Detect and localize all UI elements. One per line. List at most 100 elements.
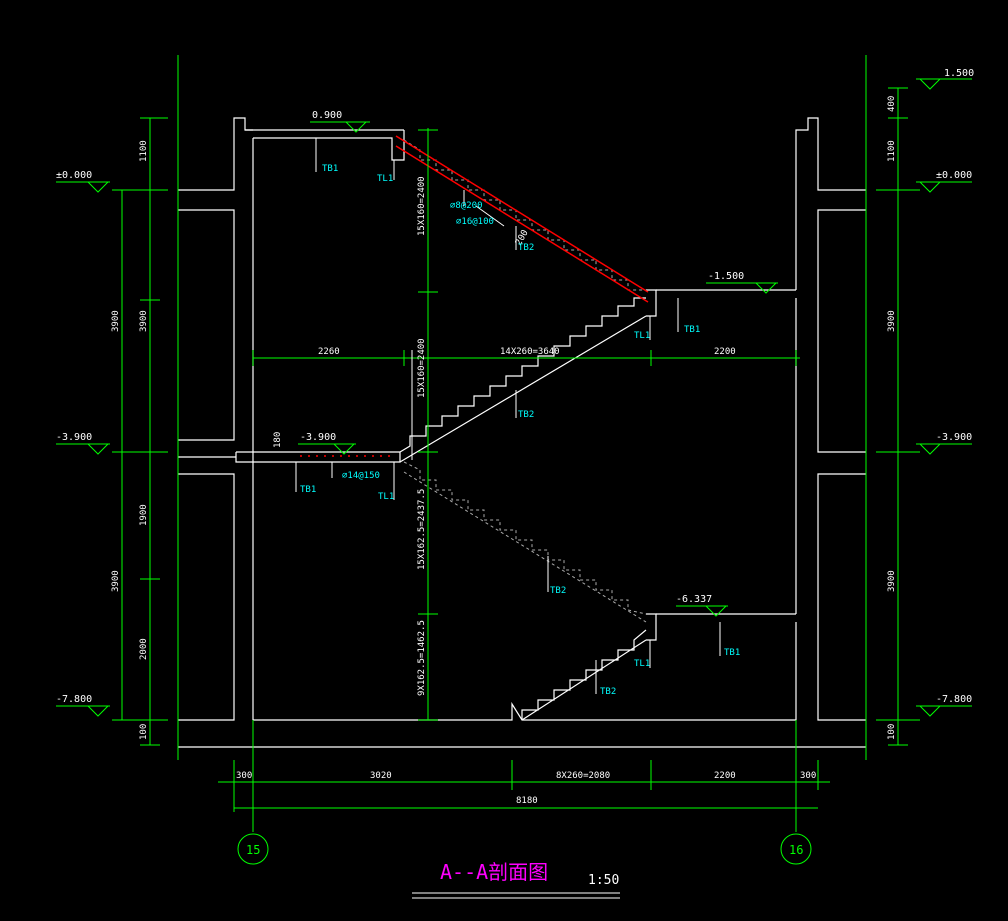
- rebar-label-1: ⌀8@200: [450, 201, 483, 211]
- member-tags: TB1 TL1 TB2 TL1 TB1 TB2 TB1 TL1 TB2 TL1 …: [300, 164, 740, 697]
- right-wall-top: [795, 117, 866, 290]
- elev-right-top2: ±0.000: [936, 170, 972, 181]
- tl1-beam-low: [646, 613, 657, 641]
- dim-stair-4: 9X162.5=1462.5: [417, 620, 427, 696]
- tag-tb2-mid: TB2: [518, 410, 534, 420]
- elev-landing-mid-right: -1.500: [708, 271, 744, 282]
- dim-14x260: 14X260=3640: [500, 347, 560, 357]
- elev-marker: [755, 282, 777, 294]
- rebar-label-3: ⌀14@150: [342, 471, 380, 481]
- dim-3900-right-a: 3900: [887, 310, 897, 332]
- tl1-beam-mid: [646, 289, 657, 317]
- left-wall-slab-1: [178, 209, 235, 441]
- dim-8x260: 8X260=2080: [556, 771, 610, 781]
- elevation-markers: [87, 78, 941, 717]
- dim-2200-mid: 2200: [714, 347, 736, 357]
- dim-1900-left: 1900: [139, 504, 149, 526]
- axis-15-circle: [237, 833, 269, 865]
- dim-3900-right-b: 3900: [887, 570, 897, 592]
- elev-right-bot: -7.800: [936, 694, 972, 705]
- elevation-labels: ±0.000 -3.900 -7.800 1.500 ±0.000 -3.900…: [56, 68, 974, 705]
- left-wall-top: [178, 117, 253, 191]
- tag-leaders: [295, 138, 721, 694]
- mid-left-landing: [235, 451, 401, 463]
- tag-tb1-top: TB1: [322, 164, 338, 174]
- axis-15-label: 15: [246, 843, 260, 857]
- tag-tb1-low: TB1: [724, 648, 740, 658]
- rebar-labels: ⌀8@200 ⌀16@100 ⌀14@150: [342, 201, 494, 481]
- tag-tb1-left: TB1: [300, 485, 316, 495]
- drawing-title: A--A剖面图: [440, 860, 548, 884]
- structure: [178, 117, 866, 748]
- elev-landing-mid-left: -3.900: [300, 432, 336, 443]
- elev-left-mid: -3.900: [56, 432, 92, 443]
- tag-tb2-top: TB2: [518, 243, 534, 253]
- tag-tl1-low: TL1: [634, 659, 650, 669]
- elev-marker: [919, 181, 941, 193]
- dim-total: 8180: [516, 796, 538, 806]
- dim-300-right: 300: [800, 771, 816, 781]
- elev-marker: [87, 181, 109, 193]
- stair-flight-1: [403, 139, 646, 291]
- top-landing: [253, 130, 405, 161]
- projected-flights: [403, 139, 647, 623]
- elev-marker: [87, 443, 109, 455]
- tag-tb2-low: TB2: [550, 586, 566, 596]
- leader: [475, 205, 505, 227]
- dim-3900-outer-a: 3900: [111, 310, 121, 332]
- elev-right-mid: -3.900: [936, 432, 972, 443]
- elev-landing-top: 0.900: [312, 110, 342, 121]
- stair-flight-3: [403, 461, 647, 623]
- dim-300-left: 300: [236, 771, 252, 781]
- rebar-lower: [395, 145, 649, 303]
- axis-16-label: 16: [789, 843, 803, 857]
- axis-16-circle: [780, 833, 812, 865]
- title-underline: [412, 892, 620, 899]
- dim-1100-right: 1100: [887, 140, 897, 162]
- dimension-lines: [56, 55, 972, 832]
- elev-marker: [333, 443, 355, 455]
- dim-2000-left: 2000: [139, 638, 149, 660]
- elev-marker: [919, 705, 941, 717]
- rebar-upper: [395, 135, 649, 293]
- dim-3900-outer-b: 3900: [111, 570, 121, 592]
- dim-2260: 2260: [318, 347, 340, 357]
- dim-3020: 3020: [370, 771, 392, 781]
- dim-100-right: 100: [887, 724, 897, 740]
- right-wall-slab-1: [817, 209, 866, 453]
- elev-marker: [919, 78, 941, 90]
- right-wall-slab-2: [817, 473, 866, 721]
- dim-1100-left: 1100: [139, 140, 149, 162]
- dimension-labels: 1100 3900 1900 2000 100 3900 3900 400 11…: [111, 96, 897, 806]
- dim-2200-bottom: 2200: [714, 771, 736, 781]
- tag-tl1-mid: TL1: [634, 331, 650, 341]
- rebar-label-2: ⌀16@100: [456, 217, 494, 227]
- tag-tl1-left: TL1: [378, 492, 394, 502]
- elev-marker: [87, 705, 109, 717]
- tag-tl1-top: TL1: [377, 174, 393, 184]
- stair-flight-2: [399, 297, 647, 463]
- dim-slab-180: 180: [273, 432, 283, 448]
- axis-bubbles: [237, 833, 812, 865]
- elev-marker: [705, 605, 727, 617]
- elev-left-top: ±0.000: [56, 170, 92, 181]
- axis-labels: 15 16: [246, 843, 803, 857]
- elev-marker: [345, 121, 367, 133]
- elev-marker: [919, 443, 941, 455]
- dim-stair-1: 15X160=2400: [417, 176, 427, 236]
- dim-400-right: 400: [887, 96, 897, 112]
- basement-floor: [253, 622, 797, 721]
- rebar-lines: [300, 135, 649, 457]
- dim-100-left: 100: [139, 724, 149, 740]
- dim-stair-2: 15X160=2400: [417, 338, 427, 398]
- elev-landing-low-right: -6.337: [676, 594, 712, 605]
- tag-tb2-bottom: TB2: [600, 687, 616, 697]
- drawing-scale: 1:50: [588, 873, 619, 888]
- left-wall-slab-2: [178, 473, 235, 721]
- elev-right-top1: 1.500: [944, 68, 974, 79]
- dim-3900-left-a: 3900: [139, 310, 149, 332]
- elev-left-bot: -7.800: [56, 694, 92, 705]
- dim-stair-3: 15X162.5=2437.5: [417, 489, 427, 570]
